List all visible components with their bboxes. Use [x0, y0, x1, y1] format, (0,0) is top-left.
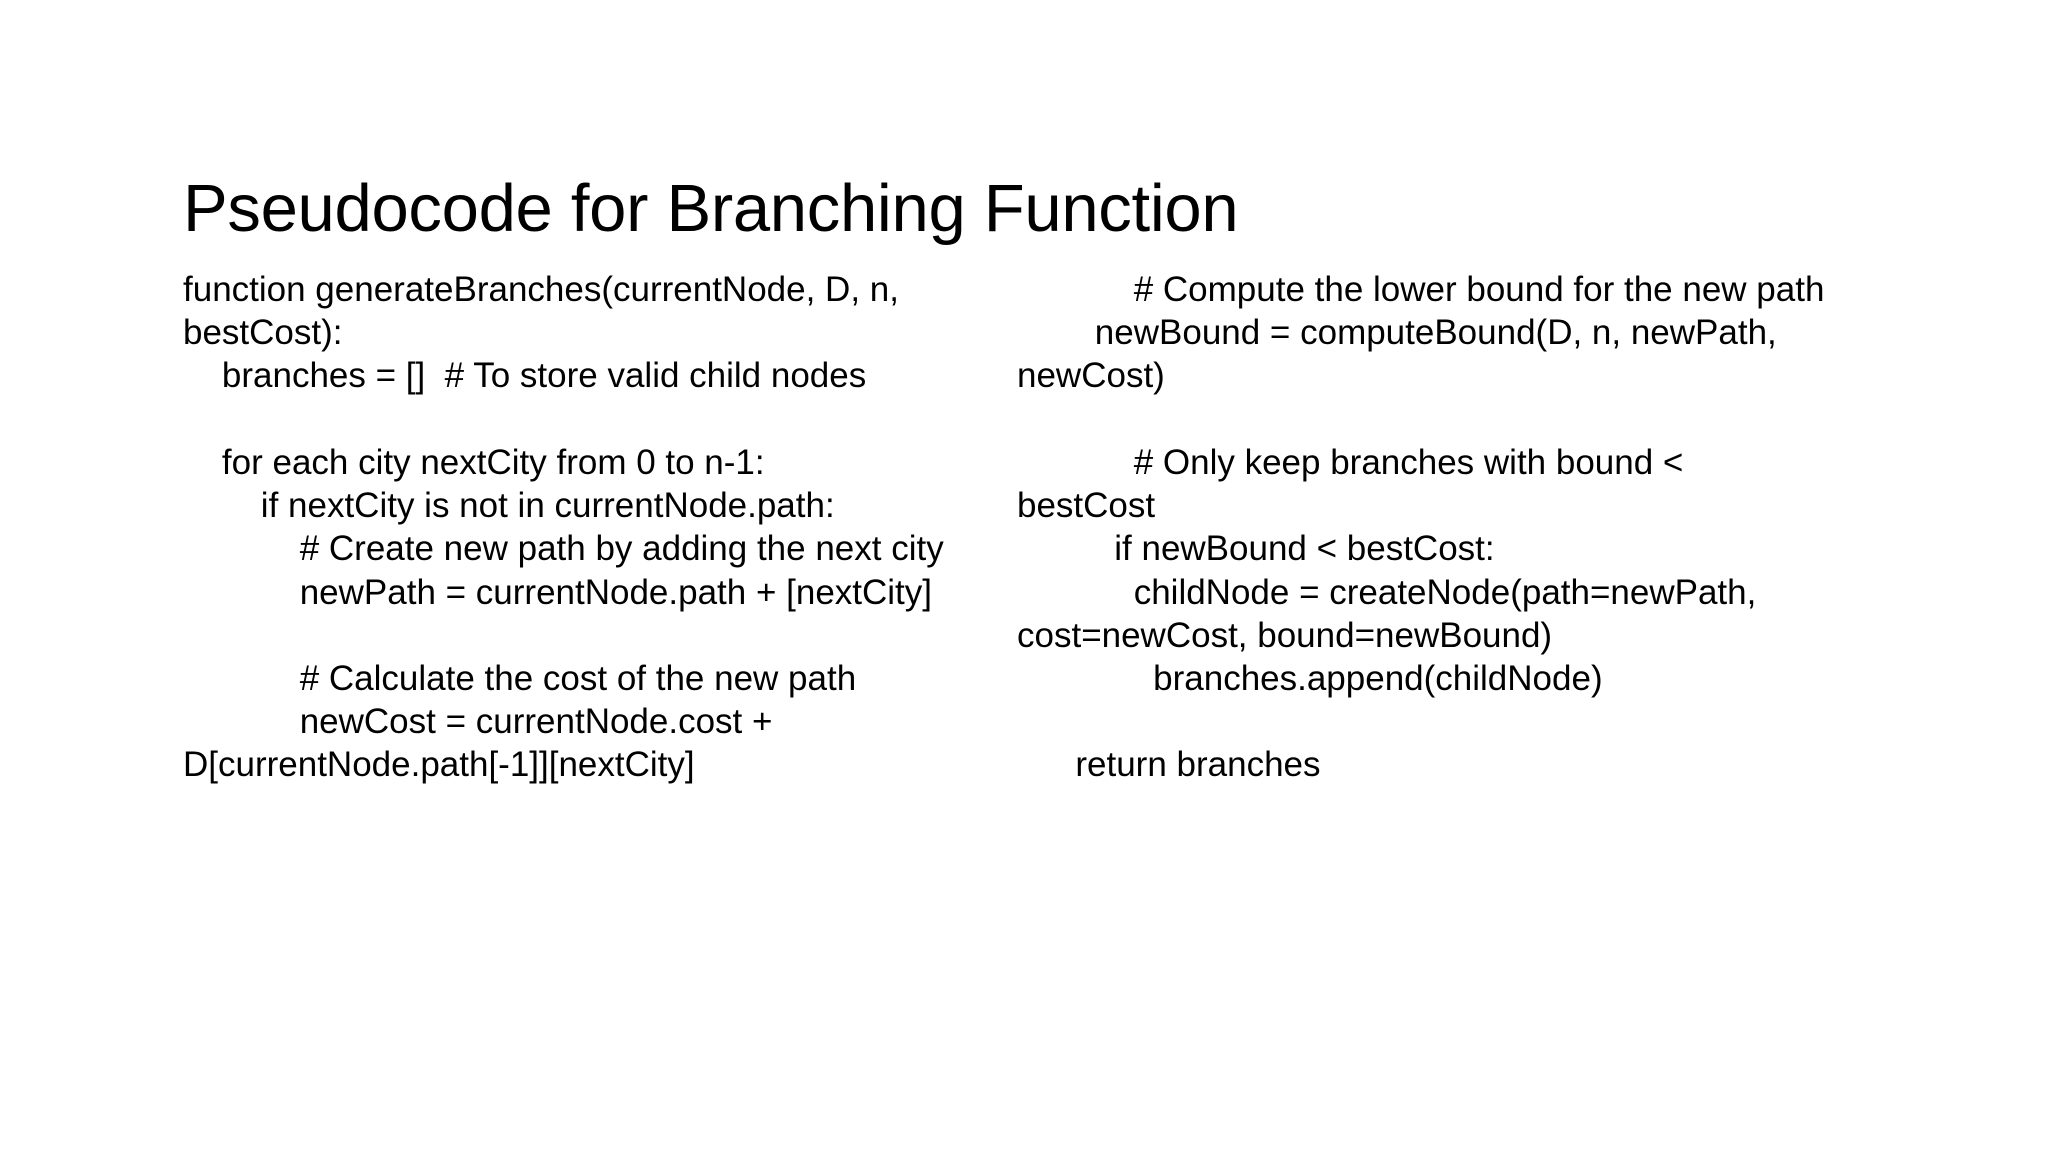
code-line: if nextCity is not in currentNode.path: [183, 486, 835, 526]
code-line: branches = [] # To store valid child nod… [183, 356, 867, 396]
code-line: if newBound < bestCost: [1017, 529, 1495, 569]
code-line: newCost = currentNode.cost + D[currentNo… [183, 702, 783, 785]
pseudocode-column-left: function generateBranches(currentNode, D… [183, 268, 993, 1098]
code-line-blank [1017, 700, 1827, 743]
code-line-blank [183, 614, 993, 657]
code-line: # Create new path by adding the next cit… [183, 529, 944, 569]
code-line: newPath = currentNode.path + [nextCity] [183, 572, 933, 612]
code-line: branches.append(childNode) [1017, 658, 1603, 698]
code-line: function generateBranches(currentNode, D… [183, 270, 909, 353]
code-line: return branches [1017, 745, 1321, 785]
code-line: # Compute the lower bound for the new pa… [1017, 270, 1825, 309]
code-line: childNode = createNode(path=newPath, cos… [1017, 572, 1767, 655]
pseudocode-column-right: # Compute the lower bound for the new pa… [1017, 268, 1827, 1098]
pseudocode-body: function generateBranches(currentNode, D… [183, 268, 1873, 1098]
code-line-blank [1017, 398, 1827, 441]
page-title: Pseudocode for Branching Function [183, 170, 1239, 246]
code-line: # Only keep branches with bound < bestCo… [1017, 442, 1694, 526]
code-line: # Calculate the cost of the new path [183, 658, 857, 698]
code-line-blank [183, 398, 993, 441]
code-line: newBound = computeBound(D, n, newPath, n… [1017, 313, 1787, 396]
code-line: for each city nextCity from 0 to n-1: [183, 442, 765, 482]
